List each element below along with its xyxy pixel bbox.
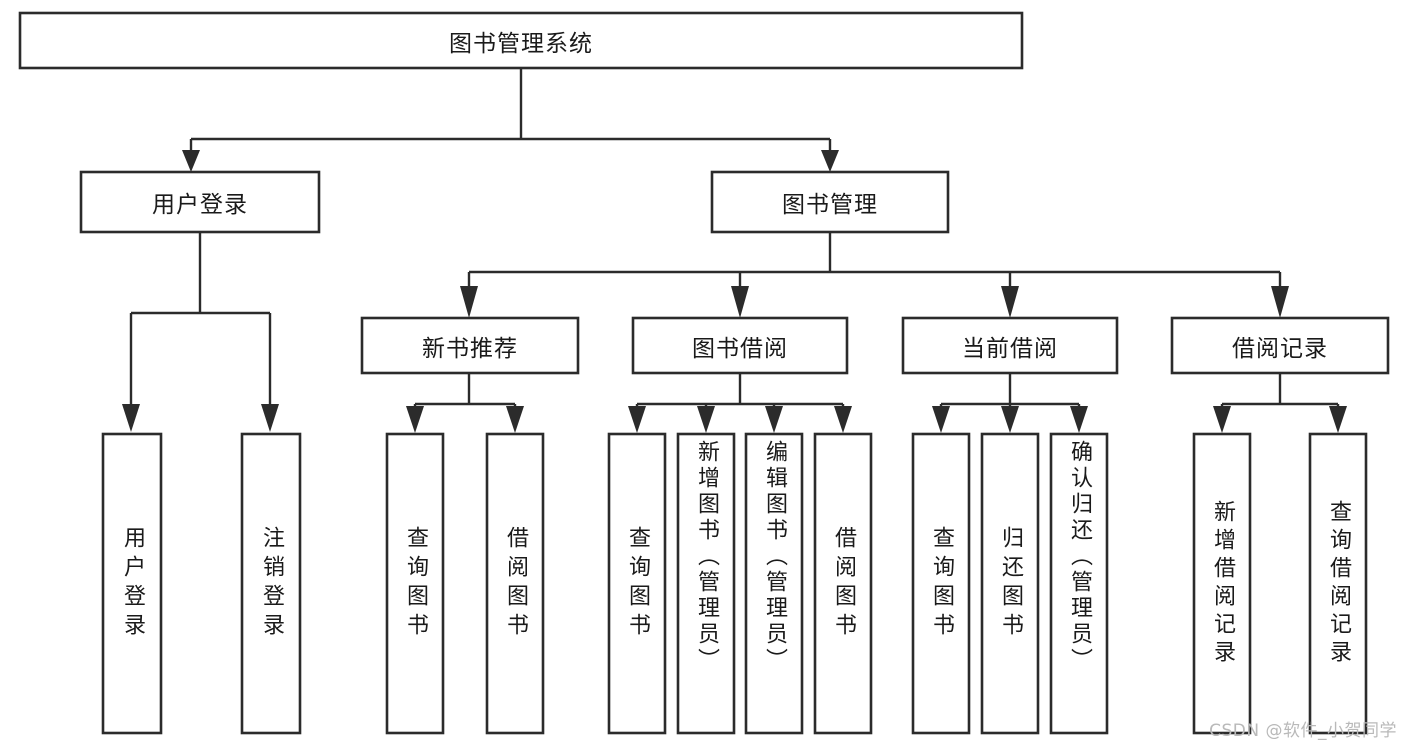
arrowhead-borrow-record [1271,286,1289,318]
arrowhead-currentborrow-leaf-3 [1070,406,1088,433]
node-box-leaf-borrow-book-1[interactable] [485,432,545,735]
arrowhead-user-login [182,150,200,172]
arrowhead-leaf-logout [261,404,279,432]
node-box-leaf-query-book-1[interactable] [385,432,445,735]
arrowhead-current-borrow [1001,286,1019,318]
node-box-leaf-edit-book-admin[interactable] [744,432,804,735]
arrowhead-borrowrecord-leaf-2 [1329,406,1347,433]
arrowhead-bookborrow-leaf-1 [628,406,646,433]
node-box-new-book-recommend[interactable] [360,316,580,375]
connector-newbook-to-leaves [406,373,524,433]
node-box-book-borrow[interactable] [631,316,849,375]
node-box-leaf-user-login[interactable] [101,432,163,735]
node-box-leaf-borrow-book-2[interactable] [813,432,873,735]
arrowhead-bookborrow-leaf-2 [697,406,715,433]
connector-currentborrow-to-leaves [932,373,1088,433]
arrowhead-book-mgmt [821,150,839,172]
watermark: CSDN @软件_小贺同学 [1209,721,1397,741]
connector-bookborrow-to-leaves [628,373,852,433]
arrowhead-newbook-leaf-1 [406,406,424,433]
node-box-root[interactable] [18,11,1024,70]
arrowhead-borrowrecord-leaf-1 [1213,406,1231,433]
arrowhead-book-borrow [731,286,749,318]
arrowhead-bookborrow-leaf-4 [834,406,852,433]
node-box-leaf-query-book-2[interactable] [607,432,667,735]
arrowhead-newbook-leaf-2 [506,406,524,433]
arrowhead-currentborrow-leaf-2 [1001,406,1019,433]
arrowhead-leaf-user-login [122,404,140,432]
node-box-current-borrow[interactable] [901,316,1119,375]
node-box-book-management[interactable] [710,170,950,234]
node-box-borrow-record[interactable] [1170,316,1390,375]
node-box-leaf-add-borrow-record[interactable] [1192,432,1252,735]
connector-root-to-level2 [182,68,839,172]
node-box-leaf-logout[interactable] [240,432,302,735]
arrowhead-currentborrow-leaf-1 [932,406,950,433]
node-box-leaf-add-book-admin[interactable] [676,432,736,735]
connector-bookmgmt-to-level3 [460,232,1289,318]
arrowhead-new-book [460,286,478,318]
connector-borrowrecord-to-leaves [1213,373,1347,433]
node-box-leaf-query-borrow-record[interactable] [1308,432,1368,735]
arrowhead-bookborrow-leaf-3 [765,406,783,433]
node-box-leaf-confirm-return-admin[interactable] [1049,432,1109,735]
node-box-leaf-query-book-3[interactable] [911,432,971,735]
connector-userlogin-to-leaves [122,232,279,432]
node-box-user-login[interactable] [79,170,321,234]
node-box-leaf-return-book[interactable] [980,432,1040,735]
